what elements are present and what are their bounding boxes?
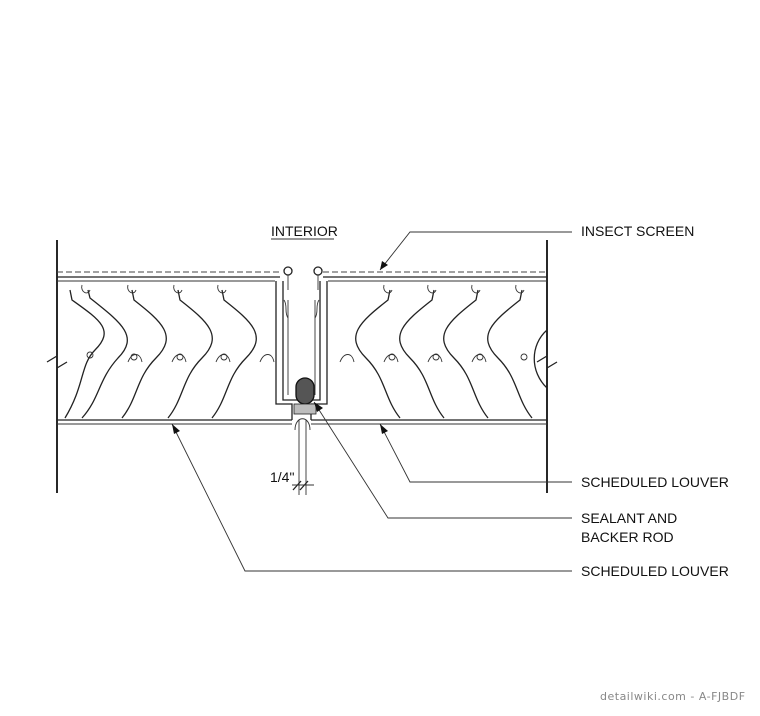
sealant-arrowhead [314,402,323,412]
interior-label: INTERIOR [271,223,338,239]
scheduled-louver-top-arrowhead [380,424,388,434]
gap-dimension-ticks [292,480,314,491]
sealant-label-line2: BACKER ROD [581,529,674,545]
scheduled-louver-top-label: SCHEDULED LOUVER [581,474,729,490]
wall-jambs [46,240,558,493]
louver-blades-right [339,284,548,419]
break-symbol-left [46,354,68,370]
leader-lines [171,231,572,572]
watermark: detailwiki.com - A-FJBDF [600,690,746,703]
gap-dimension-label: 1/4" [270,469,294,485]
louver-blades-left [64,284,275,419]
insect-screen-arrowhead [380,261,388,270]
sealant-leader [313,401,572,519]
scheduled-louver-top-leader [379,423,572,483]
sealant-backer-rod [293,377,317,415]
scheduled-louver-bottom-leader [171,423,572,572]
insect-screen-lines [57,271,547,282]
louver-exterior-face [57,419,547,425]
insect-screen-label: INSECT SCREEN [581,223,694,239]
break-symbol-right [536,354,558,370]
sealant-label-line1: SEALANT AND [581,510,677,526]
insect-screen-leader [379,231,572,271]
scheduled-louver-bottom-label: SCHEDULED LOUVER [581,563,729,579]
scheduled-louver-bottom-arrowhead [172,424,180,434]
